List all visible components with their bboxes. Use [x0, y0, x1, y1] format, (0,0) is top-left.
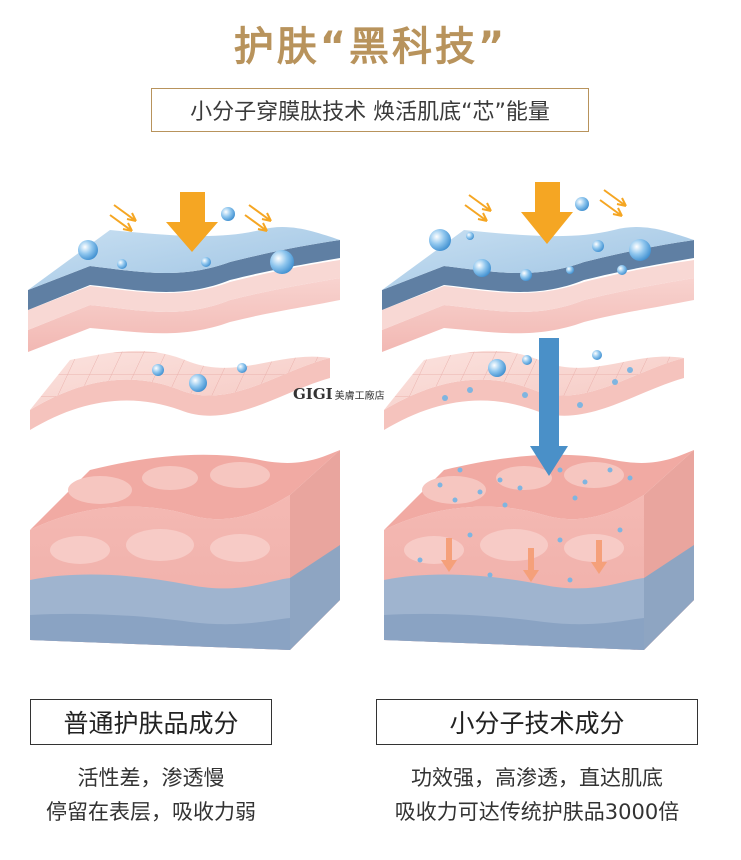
blue-down-arrow-icon: [530, 446, 568, 476]
page-title: 护肤“黑科技”: [233, 24, 508, 70]
right-description: 功效强，高渗透，直达肌底 吸收力可达传统护肤品3000倍: [360, 761, 714, 829]
blue-shaft: [539, 338, 559, 448]
watermark-brand: GIGI: [293, 385, 333, 403]
subtitle-text: 小分子穿膜肽技术 焕活肌底“芯”能量: [190, 100, 550, 125]
subtitle-box: 小分子穿膜肽技术 焕活肌底“芯”能量: [151, 88, 589, 132]
right-desc-line2: 吸收力可达传统护肤品3000倍: [394, 800, 680, 824]
watermark-suffix: 美膚工廠店: [334, 391, 385, 402]
left-label: 普通护肤品成分: [63, 709, 239, 738]
penetration-arrow-icon: [523, 548, 539, 582]
right-label: 小分子技术成分: [449, 709, 625, 738]
penetration-arrow-icon: [441, 538, 457, 572]
right-label-box: 小分子技术成分: [376, 699, 698, 745]
skin-layers-illustration: [28, 182, 694, 650]
left-description: 活性差，渗透慢 停留在表层，吸收力弱: [10, 761, 292, 829]
right-skin-diagram: [382, 182, 694, 650]
sparkle-arrows-icon: [599, 189, 627, 217]
down-arrow-icon: [166, 192, 218, 252]
sparkle-arrows-icon: [244, 204, 272, 232]
down-arrow-icon: [521, 182, 573, 244]
left-label-box: 普通护肤品成分: [30, 699, 272, 745]
left-skin-diagram: [28, 192, 340, 650]
left-desc-line1: 活性差，渗透慢: [77, 766, 225, 790]
sparkle-arrows-icon: [464, 194, 492, 222]
left-desc-line2: 停留在表层，吸收力弱: [46, 800, 256, 824]
right-desc-line1: 功效强，高渗透，直达肌底: [411, 766, 663, 790]
penetration-arrow-icon: [591, 540, 607, 574]
sparkle-arrows-icon: [109, 204, 137, 232]
